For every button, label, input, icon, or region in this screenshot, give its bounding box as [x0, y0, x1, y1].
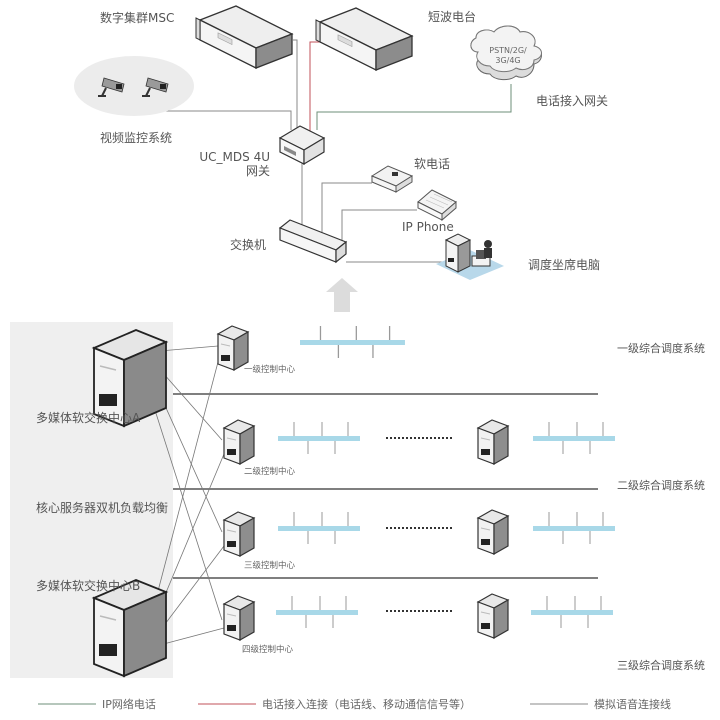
soft-phone-icon — [370, 165, 414, 193]
cloud-text: PSTN/2G/ 3G/4G — [478, 46, 538, 66]
level-dividers — [173, 393, 598, 579]
cctv-camera-icon — [98, 77, 125, 97]
dispatch-workstation-icon — [436, 233, 504, 280]
network-bus — [532, 421, 616, 455]
load-balance-label: 核心服务器双机负载均衡 — [36, 501, 169, 515]
legend-item-analog: 模拟语音连接线 — [594, 697, 671, 711]
network-bus — [275, 595, 359, 629]
tower-server-icon — [223, 419, 255, 465]
gateway-access-label: 电话接入网关 — [536, 94, 609, 108]
gateway-box-icon — [278, 125, 326, 166]
rack-server-icon — [315, 7, 413, 71]
tower-server-icon — [223, 511, 255, 557]
legend-item-ip: IP网络电话 — [102, 697, 156, 711]
switch-label: 交换机 — [230, 238, 267, 252]
tower-server-icon — [93, 579, 167, 677]
legend-label-ip: IP网络电话 — [102, 698, 156, 711]
network-switch-icon — [278, 219, 348, 264]
tower-server-icon — [477, 593, 509, 639]
video-surveillance-area — [74, 56, 194, 116]
legend-label-analog: 模拟语音连接线 — [594, 698, 671, 711]
legend-label-phone: 电话接入连接（电话线、移动通信信号等） — [262, 698, 471, 711]
tower-server-icon — [477, 419, 509, 465]
server-b-label: 多媒体软交换中心B — [36, 579, 141, 593]
network-bus — [299, 325, 406, 359]
rack-server-icon — [195, 5, 293, 69]
network-bus — [530, 595, 614, 629]
tower-server-icon — [477, 509, 509, 555]
level3-center-label: 三级控制中心 — [244, 561, 296, 571]
ellipsis-dots — [386, 437, 452, 612]
mds-gateway-label: UC_MDS 4U 网关 — [190, 150, 270, 178]
dispatch-pc-label: 调度坐席电脑 — [528, 258, 601, 272]
ipphone-label: IP Phone — [402, 220, 454, 234]
level1-center-label: 一级控制中心 — [244, 365, 296, 375]
softphone-label: 软电话 — [414, 157, 451, 171]
level4-center-label: 四级控制中心 — [242, 645, 294, 655]
video-surveillance-label: 视频监控系统 — [100, 131, 173, 145]
cloud-text-line2: 3G/4G — [495, 56, 521, 65]
network-bus — [277, 511, 361, 545]
cloud-icon — [470, 25, 542, 81]
top-connection-lines — [158, 39, 512, 263]
system3-label: 三级综合调度系统 — [617, 659, 705, 672]
mds-label-line1: UC_MDS 4U — [199, 150, 270, 164]
server-a-label: 多媒体软交换中心A — [36, 411, 141, 425]
system2-label: 二级综合调度系统 — [617, 479, 705, 492]
tower-server-icon — [223, 595, 255, 641]
msc-label: 数字集群MSC — [100, 11, 175, 25]
legend-item-phone: 电话接入连接（电话线、移动通信信号等） — [262, 697, 471, 711]
system1-label: 一级综合调度系统 — [617, 342, 705, 355]
mds-label-line2: 网关 — [245, 164, 270, 178]
radio-label: 短波电台 — [428, 10, 477, 24]
cloud-text-line1: PSTN/2G/ — [489, 46, 527, 55]
cctv-camera-icon — [142, 77, 169, 97]
level2-center-label: 二级控制中心 — [244, 467, 296, 477]
network-bus — [532, 511, 616, 545]
up-arrow-icon — [326, 278, 358, 312]
ip-phone-icon — [417, 189, 457, 222]
network-bus — [277, 421, 361, 455]
